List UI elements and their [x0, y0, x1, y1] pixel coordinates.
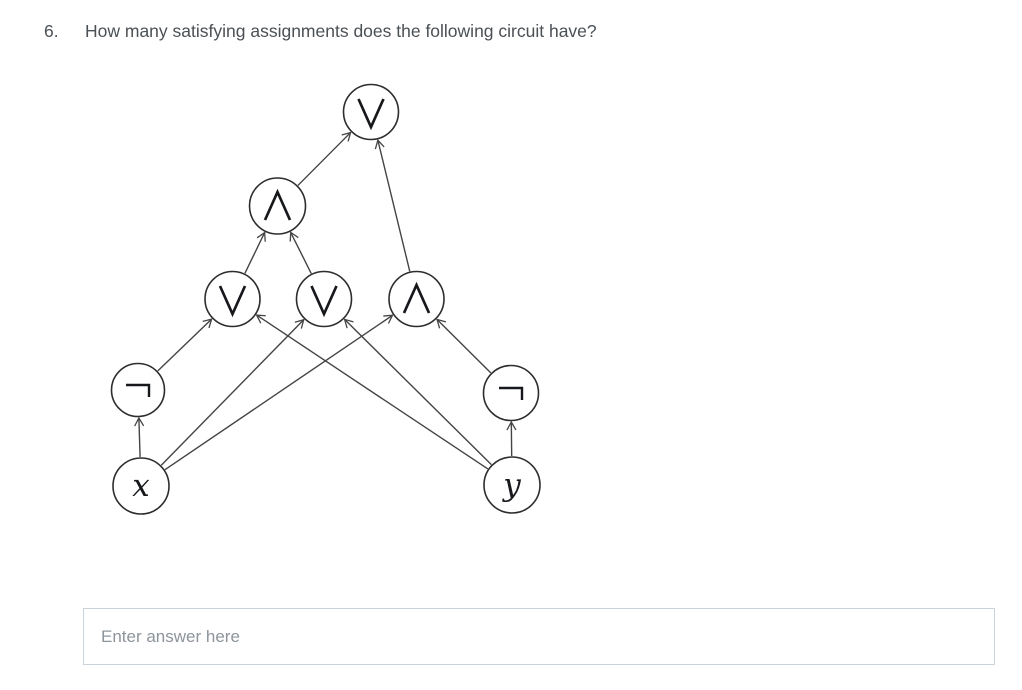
- gate-node-circle: [110, 362, 166, 418]
- gate-node-circle: [388, 270, 445, 328]
- var-label-x: x: [132, 468, 150, 504]
- edge-or_left-to-and_top: [244, 233, 265, 274]
- edge-and_right-to-or_top: [378, 140, 411, 272]
- gate-node-circle: [482, 364, 540, 422]
- not-gate-icon: [126, 383, 151, 397]
- answer-input[interactable]: [83, 608, 995, 665]
- edge-var_x-to-not_x: [139, 418, 140, 458]
- or-gate-icon: [218, 285, 247, 318]
- node-or_top: [342, 83, 400, 141]
- node-var_x: x: [112, 457, 170, 515]
- edge-and_top-to-or_top: [297, 133, 351, 186]
- answer-box: [83, 608, 995, 665]
- or-gate-icon: [310, 285, 338, 318]
- question-text: How many satisfying assignments does the…: [85, 21, 597, 41]
- node-var_y: y: [483, 456, 541, 514]
- input-node-circle: [483, 456, 541, 514]
- gate-node-circle: [342, 83, 400, 141]
- node-not_x: [110, 362, 166, 418]
- edge-var_y-to-or_left: [257, 315, 489, 470]
- edge-not_y-to-and_right: [437, 319, 492, 374]
- question-number: 6.: [44, 21, 59, 41]
- edge-var_y-to-or_mid: [345, 319, 492, 466]
- not-gate-icon: [499, 386, 524, 400]
- node-or_left: [204, 270, 261, 328]
- gate-node-circle: [204, 270, 261, 328]
- node-and_right: [388, 270, 445, 328]
- edge-var_x-to-and_right: [164, 315, 393, 471]
- or-gate-icon: [357, 98, 385, 131]
- question: 6. How many satisfying assignments does …: [44, 21, 597, 42]
- node-not_y: [482, 364, 540, 422]
- node-and_top: [248, 177, 307, 235]
- input-node-circle: [112, 457, 170, 515]
- gate-node-circle: [248, 177, 307, 235]
- var-label-y: y: [501, 467, 521, 503]
- and-gate-icon: [263, 188, 292, 221]
- edge-not_x-to-or_left: [157, 319, 212, 372]
- node-or_mid: [295, 270, 353, 328]
- gate-node-circle: [295, 270, 353, 328]
- edge-var_x-to-or_mid: [160, 320, 303, 466]
- and-gate-icon: [402, 281, 431, 314]
- edge-or_mid-to-and_top: [291, 232, 312, 274]
